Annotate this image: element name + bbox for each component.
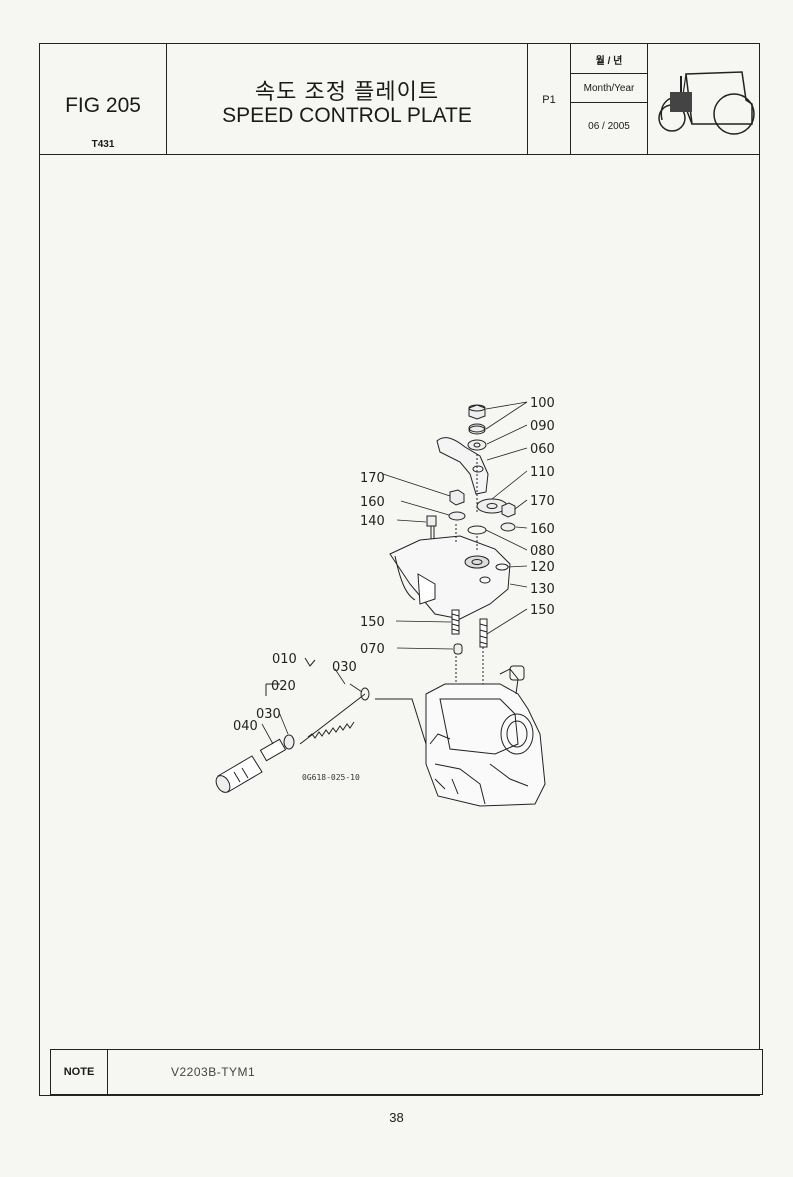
callout-030-right: 030 [332,660,357,675]
tractor-icon [658,71,755,135]
engine-block [425,665,546,807]
callout-170-left: 170 [360,471,385,486]
callout-100: 100 [530,396,555,411]
part-170-right-nut [501,502,516,518]
callout-150-left: 150 [360,615,385,630]
part-060-washer [467,439,487,451]
parts-sheet: FIG 205 T431 속도 조정 플레이트 SPEED CONTROL PL… [39,43,763,1096]
title-korean: 속도 조정 플레이트 [254,79,440,104]
callout-140: 140 [360,514,385,529]
part-020-spring [307,721,355,739]
callout-080: 080 [530,544,555,559]
callout-170-right: 170 [530,494,555,509]
part-160-right-washer [500,522,516,532]
callout-010: 010 [272,652,297,667]
part-010-rod [299,693,366,745]
callout-030-left: 030 [256,707,281,722]
part-070-pin [453,643,463,655]
callout-160-left: 160 [360,495,385,510]
page-label: P1 [542,94,556,106]
part-150-left-stud [451,609,460,635]
sheet-header: FIG 205 T431 속도 조정 플레이트 SPEED CONTROL PL… [40,44,759,155]
figure-label: FIG 205 [65,94,141,117]
figure-code: T431 [91,139,115,150]
part-170-left-nut [449,489,465,506]
part-160-left-washer [448,511,466,521]
callout-120: 120 [530,560,555,575]
note-bar: NOTE V2203B-TYM1 [50,1049,763,1095]
date-value: 06 / 2005 [588,121,630,132]
callout-110: 110 [530,465,555,480]
date-cell: 월 / 년 Month/Year 06 / 2005 [571,44,648,154]
title-cell: 속도 조정 플레이트 SPEED CONTROL PLATE [167,44,528,154]
part-100-nut [468,404,486,420]
part-090-washer [468,423,486,433]
callout-070: 070 [360,642,385,657]
exploded-parts-diagram: 100 090 060 110 170 160 080 120 130 150 … [215,396,555,807]
date-header-english: Month/Year [571,74,647,103]
callout-060: 060 [530,442,555,457]
note-label: NOTE [51,1050,108,1094]
callout-130: 130 [530,582,555,597]
part-030-washer-left [283,734,295,750]
callout-160-right: 160 [530,522,555,537]
date-header-korean: 월 / 년 [571,44,647,74]
note-text: V2203B-TYM1 [171,1065,256,1079]
thumbnail-cell [648,44,761,154]
page-number: 38 [389,1110,404,1125]
diagram-reference-code: 0G618-025-10 [302,773,360,782]
part-130-plate [389,535,511,620]
callout-090: 090 [530,419,555,434]
figure-cell: FIG 205 T431 [40,44,167,154]
part-140-bolt [426,515,437,527]
part-080-oring [467,525,487,535]
title-english: SPEED CONTROL PLATE [222,104,472,127]
part-040-cap [259,738,287,762]
part-030-washer-right [360,687,370,701]
part-110-lever [436,437,489,495]
callout-150-right: 150 [530,603,555,618]
page-cell: P1 [528,44,571,154]
callout-020: 020 [271,679,296,694]
callout-040: 040 [233,719,258,734]
